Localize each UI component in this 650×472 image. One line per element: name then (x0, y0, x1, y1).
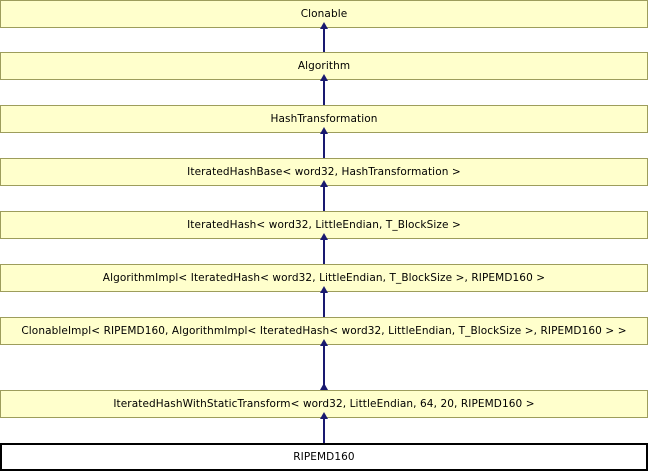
class-node-label: Clonable (300, 8, 348, 20)
inheritance-edge-line (323, 370, 325, 390)
inheritance-arrow-icon (320, 74, 328, 81)
inheritance-edge-line (323, 346, 325, 370)
inheritance-arrow-icon (320, 127, 328, 134)
class-node-label: Algorithm (297, 60, 351, 72)
inheritance-edge-line (323, 419, 325, 443)
inheritance-edge-line (323, 134, 325, 158)
inheritance-edge-line (323, 187, 325, 211)
inheritance-arrow-icon (320, 180, 328, 187)
inheritance-edge-line (323, 81, 325, 105)
class-node-label: ClonableImpl< RIPEMD160, AlgorithmImpl< … (21, 325, 627, 337)
inheritance-arrow-icon (320, 339, 328, 346)
class-node-label: IteratedHash< word32, LittleEndian, T_Bl… (187, 219, 461, 231)
inheritance-arrow-icon (320, 22, 328, 29)
class-node-algorithmimpl[interactable]: AlgorithmImpl< IteratedHash< word32, Lit… (0, 264, 648, 292)
inheritance-arrow-icon (320, 383, 328, 390)
class-node-label: IteratedHashWithStaticTransform< word32,… (113, 398, 535, 410)
class-node-label: HashTransformation (270, 113, 378, 125)
inheritance-edge-line (323, 293, 325, 317)
inheritance-edge-line (323, 240, 325, 264)
inheritance-arrow-icon (320, 233, 328, 240)
inheritance-edge-line (323, 29, 325, 52)
class-node-ripemd160-current[interactable]: RIPEMD160 (0, 443, 648, 471)
class-node-label: IteratedHashBase< word32, HashTransforma… (187, 166, 461, 178)
class-node-label: AlgorithmImpl< IteratedHash< word32, Lit… (102, 272, 546, 284)
class-node-label: RIPEMD160 (293, 451, 355, 463)
inheritance-arrow-icon (320, 286, 328, 293)
inheritance-arrow-icon (320, 412, 328, 419)
class-node-iteratedhash[interactable]: IteratedHash< word32, LittleEndian, T_Bl… (0, 211, 648, 239)
